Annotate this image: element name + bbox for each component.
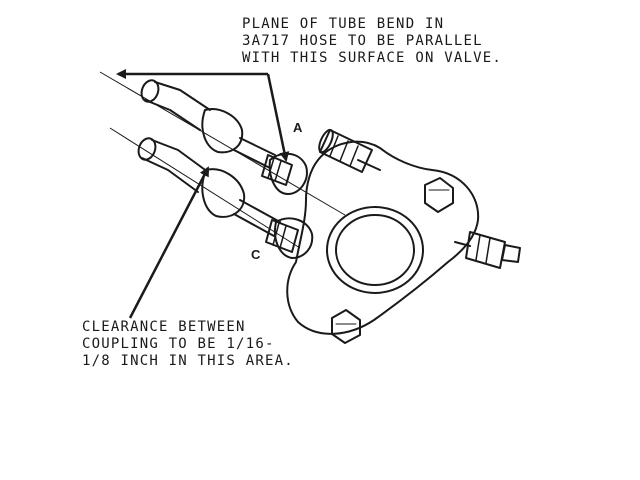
valve-flange bbox=[286, 140, 480, 335]
port-label-c: C bbox=[251, 247, 261, 262]
clearance-note-line: 1/8 INCH IN THIS AREA. bbox=[82, 353, 294, 369]
hose-lower bbox=[137, 137, 299, 253]
tube-bend-note-line: WITH THIS SURFACE ON VALVE. bbox=[242, 50, 502, 66]
leader-arrow-bottom bbox=[128, 166, 210, 319]
leader-arrow-upper-right bbox=[266, 73, 290, 162]
valve-fitting-right bbox=[454, 231, 521, 269]
tube-bend-note-line: PLANE OF TUBE BEND IN bbox=[242, 16, 445, 32]
clearance-note-line: COUPLING TO BE 1/16- bbox=[82, 336, 275, 352]
hose-upper bbox=[140, 79, 293, 186]
valve-port-outer bbox=[326, 206, 424, 294]
centerline-lower bbox=[109, 127, 301, 249]
bolt-head-upper bbox=[424, 177, 454, 213]
tube-bend-note-line: 3A717 HOSE TO BE PARALLEL bbox=[242, 33, 483, 49]
clearance-note-line: CLEARANCE BETWEEN bbox=[82, 319, 246, 335]
centerline-upper bbox=[99, 71, 346, 216]
port-label-a: A bbox=[293, 120, 303, 135]
valve-port-inner bbox=[335, 214, 415, 286]
bolt-head-lower bbox=[331, 309, 361, 344]
valve-fitting-upper bbox=[318, 128, 381, 173]
port-nipple-a bbox=[268, 152, 308, 195]
